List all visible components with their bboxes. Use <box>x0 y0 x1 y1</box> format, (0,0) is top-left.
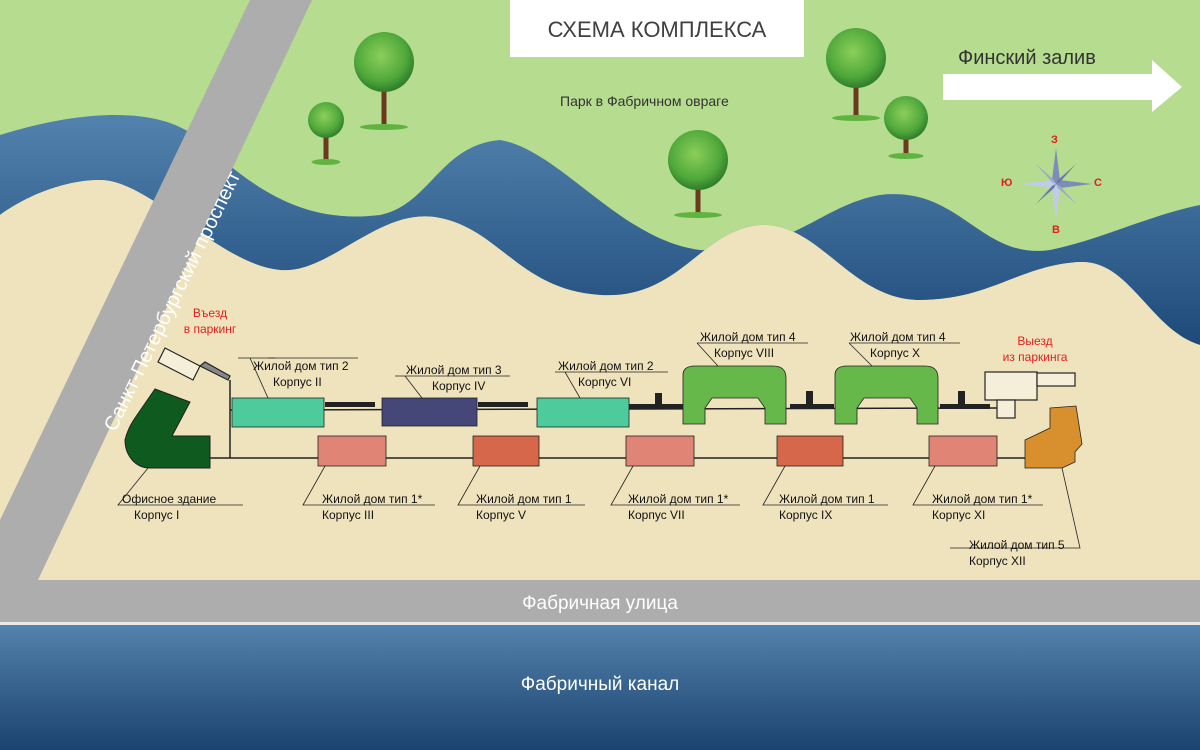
parking-entry-structure <box>157 347 231 381</box>
canal-label: Фабричный канал <box>520 674 680 695</box>
leader-lines <box>117 342 1081 549</box>
building-label-XI: Жилой дом тип 1* Корпус XI <box>932 492 1033 522</box>
residential-ground <box>0 180 1200 580</box>
avenue-road <box>0 0 312 580</box>
street-road <box>0 580 1200 622</box>
building-corpus-II <box>231 397 325 428</box>
building-corpus-XI <box>928 435 998 467</box>
parking-exit-structure <box>984 371 1076 419</box>
building-label-I: Офисное здание Корпус I <box>122 492 217 522</box>
map-title-box: СХЕМА КОМПЛЕКСА <box>510 0 804 57</box>
building-label-VIII: Жилой дом тип 4 Корпус VIII <box>700 330 796 360</box>
tree-icon <box>308 102 344 165</box>
canal <box>0 625 1200 750</box>
building-corpus-XII <box>1024 405 1083 469</box>
building-label-X: Жилой дом тип 4 Корпус X <box>850 330 946 360</box>
building-corpus-VI <box>536 397 630 428</box>
tree-icon <box>884 96 928 159</box>
building-label-III: Жилой дом тип 1* Корпус III <box>322 492 423 522</box>
park-label: Парк в Фабричном овраге <box>560 93 729 109</box>
building-label-VI: Жилой дом тип 2 Корпус VI <box>558 359 654 389</box>
building-corpus-IV <box>381 397 478 427</box>
building-label-V: Жилой дом тип 1 Корпус V <box>476 492 572 522</box>
building-label-XII: Жилой дом тип 5 Корпус XII <box>969 538 1065 568</box>
tree-icon <box>308 28 928 218</box>
building-corpus-VII <box>625 435 695 467</box>
map-title: СХЕМА КОМПЛЕКСА <box>547 17 767 42</box>
parking-entry-label: Въезд в паркинг <box>183 306 237 336</box>
building-label-II: Жилой дом тип 2 Корпус II <box>253 359 349 389</box>
building-label-VII: Жилой дом тип 1* Корпус VII <box>628 492 729 522</box>
compass-south-label: В <box>1052 224 1060 236</box>
compass-north-label: З <box>1051 134 1058 146</box>
building-corpus-X <box>834 365 939 425</box>
tree-icon <box>826 28 886 121</box>
compass-east-label: С <box>1094 177 1102 189</box>
river <box>0 115 1200 345</box>
building-label-IV: Жилой дом тип 3 Корпус IV <box>406 363 502 393</box>
gulf-arrow-icon <box>943 60 1182 112</box>
tree-icon <box>668 130 728 218</box>
tree-icon <box>354 32 414 130</box>
street-label: Фабричная улица <box>522 593 678 614</box>
gulf-label: Финский залив <box>958 47 1096 69</box>
parking-exit-label: Выезд из паркинга <box>1002 334 1068 364</box>
compass-rose-icon <box>1020 148 1092 220</box>
building-corpus-III <box>317 435 387 467</box>
compass-west-label: Ю <box>1001 177 1013 189</box>
building-corpus-IX <box>776 435 844 467</box>
connectors <box>325 391 990 409</box>
building-corpus-VIII <box>682 365 787 425</box>
building-corpus-I <box>124 388 211 469</box>
building-corpus-V <box>472 435 540 467</box>
building-label-IX: Жилой дом тип 1 Корпус IX <box>779 492 875 522</box>
